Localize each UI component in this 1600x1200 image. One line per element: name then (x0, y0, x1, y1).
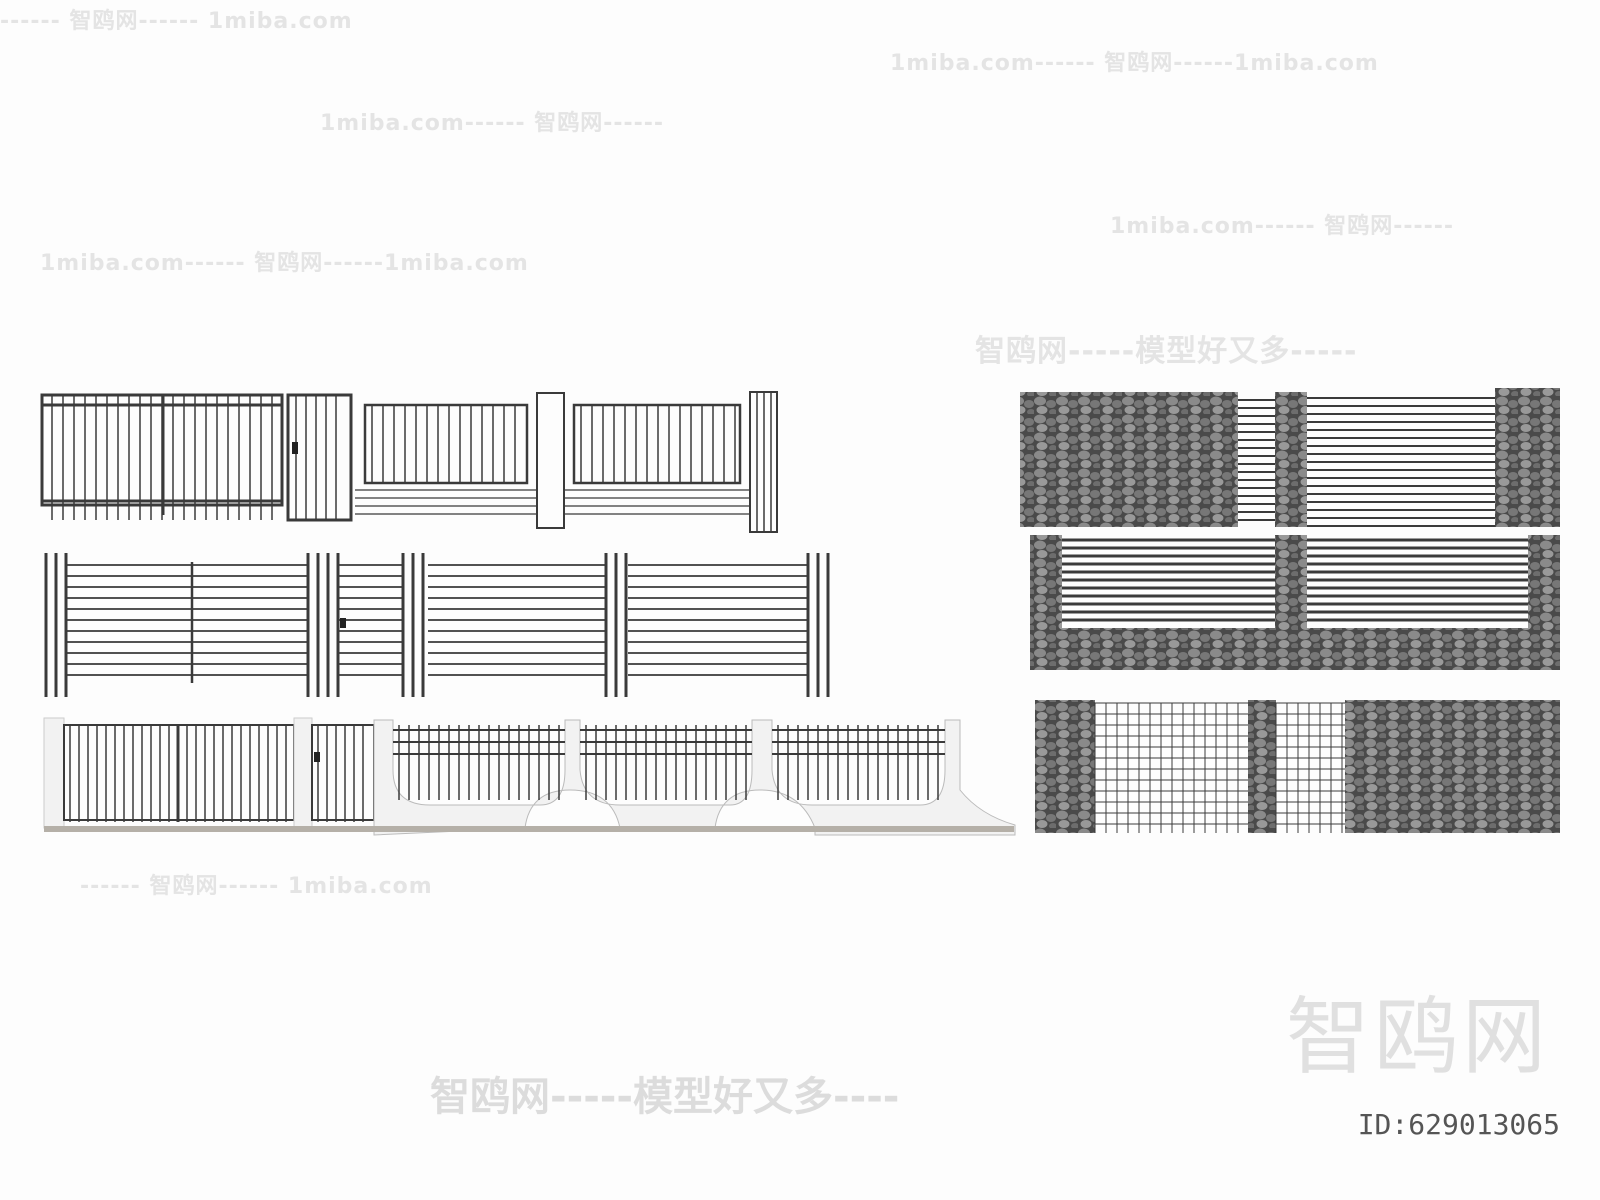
gabion-base (1307, 628, 1528, 670)
gabion-column (1275, 392, 1307, 527)
gabion-column (1495, 388, 1560, 527)
gabion-column (1248, 700, 1276, 833)
handle-icon (292, 442, 298, 454)
gabion-panel (1345, 700, 1560, 833)
gabion-column (1030, 535, 1062, 670)
arched-wall (373, 719, 1016, 836)
pedestrian-gate (286, 393, 353, 522)
fence-panel (363, 403, 529, 485)
bottom-watermark: 智鸥网-----模型好又多---- (430, 1074, 900, 1120)
watermark: 1miba.com------ 智鸥网------1miba.com (40, 251, 529, 276)
gabion-column (1275, 535, 1307, 670)
handle-icon (340, 618, 346, 628)
gabion-panel (1020, 392, 1238, 527)
gabion-column (1035, 700, 1095, 833)
watermark: ------ 智鸥网------ 1miba.com (80, 874, 433, 899)
watermark: 智鸥网-----模型好又多----- (975, 334, 1358, 369)
wall-base (44, 826, 1014, 832)
pedestrian-gate (311, 724, 375, 821)
gabion-column (1528, 535, 1560, 670)
watermark: 1miba.com------ 智鸥网------ (320, 111, 665, 136)
id-label: ID:629013065 (1357, 1108, 1560, 1141)
wall-pillar (43, 717, 65, 829)
handle-icon (314, 752, 320, 762)
logo-watermark: 智鸥网 (1285, 988, 1550, 1086)
gabion-base (1062, 628, 1275, 670)
fence-panel (572, 403, 742, 485)
watermark: 1miba.com------ 智鸥网------1miba.com (890, 51, 1379, 76)
watermark: ------ 智鸥网------ 1miba.com (0, 9, 353, 34)
post (536, 392, 565, 529)
watermark: 1miba.com------ 智鸥网------ (1110, 214, 1455, 239)
wall-pillar (293, 717, 313, 829)
